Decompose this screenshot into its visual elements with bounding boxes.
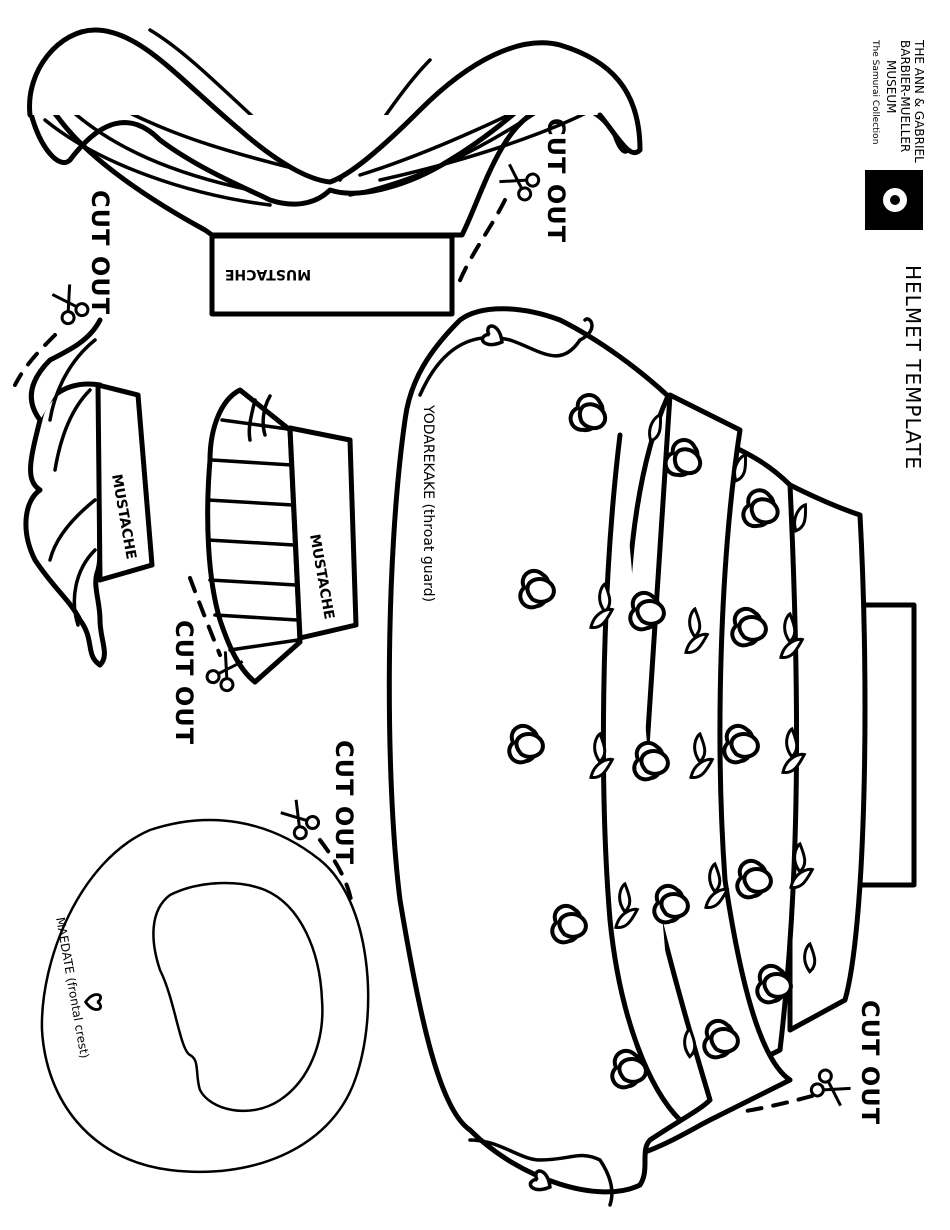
museum-logo: THE ANN & GABRIEL BARBIER-MUELLER MUSEUM… — [865, 39, 926, 230]
cut-out-label: CUT OUT — [330, 740, 358, 865]
museum-logo-icon — [865, 170, 923, 230]
frontal-crest-piece[interactable]: MAEDATE (frontal crest) — [40, 818, 370, 1174]
mustache-mid-piece[interactable]: MUSTACHE — [205, 387, 359, 685]
page-title: HELMET TEMPLATE — [901, 265, 925, 470]
cut-out-label: CUT OUT — [86, 190, 114, 315]
cut-out-label: CUT OUT — [170, 620, 198, 745]
mustache-top-label: MUSTACHE — [225, 266, 311, 282]
museum-line2: BARBIER-MUELLER — [898, 40, 912, 152]
cut-out-label: CUT OUT — [856, 1000, 884, 1125]
cut-out-marker-5: CUT OUT — [738, 1000, 884, 1125]
scissors-icon — [47, 280, 92, 328]
throat-guard-piece[interactable]: YODAREKAKE (throat guard) — [386, 306, 917, 1207]
scissors-icon — [807, 1066, 855, 1111]
scissors-icon — [276, 795, 323, 843]
throat-guard-label: YODAREKAKE (throat guard) — [420, 404, 436, 602]
museum-tagline: The Samurai Collection — [870, 39, 880, 144]
mustache-top-piece[interactable]: MUSTACHE — [27, 27, 643, 317]
cut-out-marker-1: CUT OUT — [456, 118, 570, 287]
cut-out-label: CUT OUT — [542, 118, 570, 243]
museum-line1: THE ANN & GABRIEL — [912, 39, 926, 163]
cut-out-marker-3: CUT OUT — [170, 576, 248, 745]
cut-out-marker-2: CUT OUT — [13, 190, 114, 387]
cut-out-marker-4: CUT OUT — [276, 740, 358, 907]
museum-line3: MUSEUM — [884, 60, 898, 113]
mustache-left-piece[interactable]: MUSTACHE — [23, 317, 155, 668]
scissors-icon — [495, 159, 543, 204]
